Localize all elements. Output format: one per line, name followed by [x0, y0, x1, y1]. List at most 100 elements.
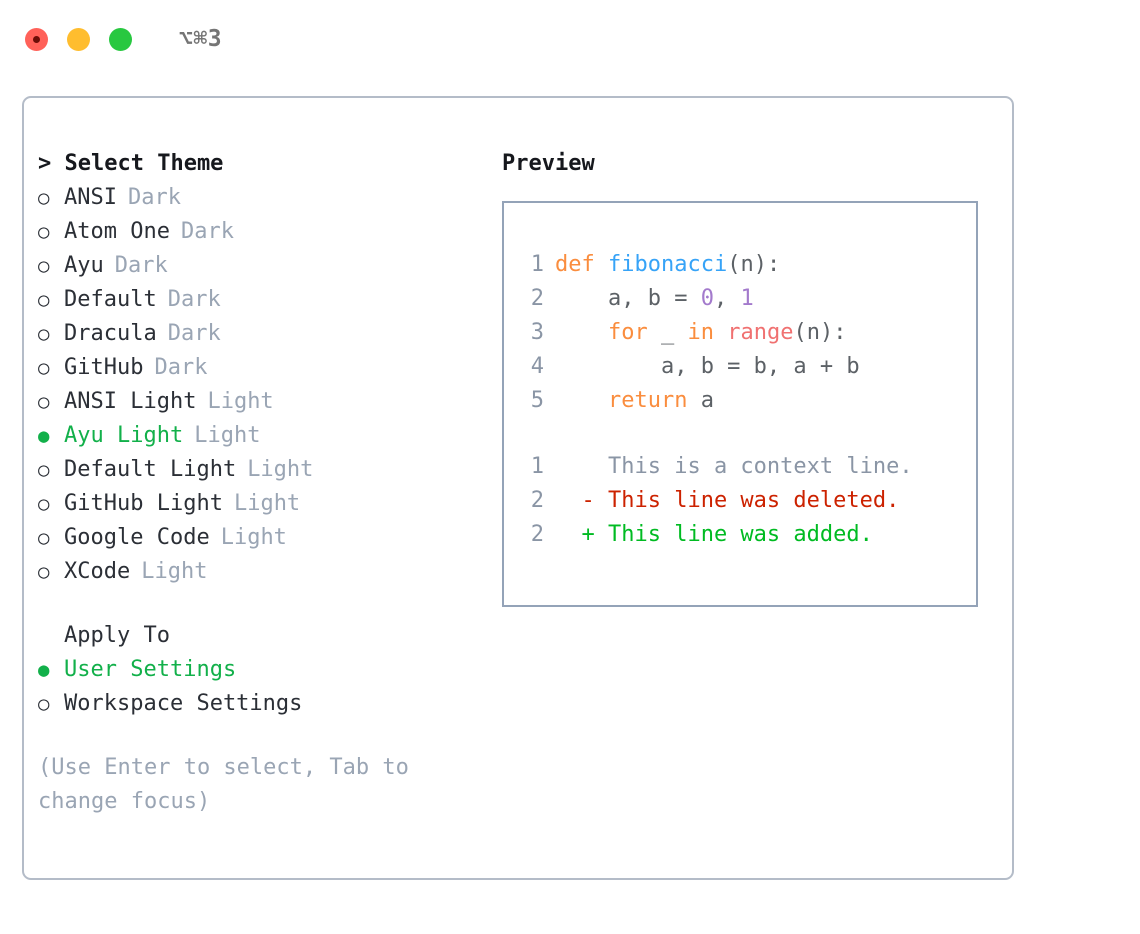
code-token [714, 320, 727, 345]
diff-sample: 1 This is a context line.2 - This line w… [522, 450, 976, 552]
code-token [555, 388, 608, 413]
radio-unselected-icon: ○ [38, 693, 50, 715]
theme-option-atom-one[interactable]: ○ Atom One Dark [38, 215, 488, 249]
radio-unselected-icon: ○ [38, 561, 50, 583]
theme-option-kind: Dark [114, 253, 168, 278]
theme-option-kind: Light [194, 423, 261, 448]
window-controls [25, 27, 132, 51]
code-token: 0 [700, 286, 714, 311]
theme-option-label: ANSI Light [64, 389, 197, 414]
theme-option-label: ANSI [64, 185, 117, 210]
apply-to-option-label: Workspace Settings [64, 691, 303, 716]
radio-selected-icon: ● [38, 659, 50, 681]
code-line: 2 a, b = 0, 1 [522, 282, 976, 316]
diff-line-text: + This line was added. [555, 522, 873, 547]
theme-option-kind: Dark [167, 287, 221, 312]
line-number: 5 [530, 388, 544, 413]
radio-unselected-icon: ○ [38, 187, 50, 209]
keyboard-hint-text: (Use Enter to select, Tab to change focu… [38, 755, 409, 814]
minimize-window-button[interactable] [67, 27, 90, 51]
code-line: 4 a, b = b, a + b [522, 350, 976, 384]
maximize-window-button[interactable] [109, 27, 132, 51]
radio-unselected-icon: ○ [38, 221, 50, 243]
theme-option-label: Ayu [64, 253, 104, 278]
theme-option-label: Ayu Light [64, 423, 184, 448]
code-token [555, 320, 608, 345]
radio-unselected-icon: ○ [38, 323, 50, 345]
apply-to-option-label: User Settings [64, 657, 237, 682]
code-token: in [687, 320, 714, 345]
theme-option-kind: Dark [127, 185, 181, 210]
theme-option-label: Default [64, 287, 157, 312]
theme-option-label: Google Code [64, 525, 210, 550]
diff-line-text: - This line was deleted. [555, 488, 900, 513]
line-number: 4 [530, 354, 544, 379]
radio-unselected-icon: ○ [38, 391, 50, 413]
theme-option-ansi-light[interactable]: ○ ANSI Light Light [38, 385, 488, 419]
apply-to-option-user-settings[interactable]: ● User Settings [38, 653, 488, 687]
code-token: for [607, 320, 648, 345]
theme-option-xcode[interactable]: ○ XCode Light [38, 555, 488, 589]
code-token: (n): [793, 320, 847, 345]
code-token: 1 [740, 286, 754, 311]
theme-option-default[interactable]: ○ Default Dark [38, 283, 488, 317]
line-number: 1 [530, 252, 544, 277]
line-number: 2 [530, 488, 544, 513]
code-token: , [713, 286, 741, 311]
radio-unselected-icon: ○ [38, 289, 50, 311]
theme-option-label: GitHub Light [64, 491, 223, 516]
theme-option-kind: Dark [180, 219, 234, 244]
theme-option-kind: Light [141, 559, 208, 584]
radio-unselected-icon: ○ [38, 527, 50, 549]
apply-to-list[interactable]: ● User Settings ○ Workspace Settings [38, 653, 488, 721]
radio-unselected-icon: ○ [38, 255, 50, 277]
theme-option-google-code[interactable]: ○ Google Code Light [38, 521, 488, 555]
close-window-button[interactable] [25, 27, 48, 51]
theme-option-ansi[interactable]: ○ ANSI Dark [38, 181, 488, 215]
apply-to-header: Apply To [64, 623, 170, 648]
theme-option-label: GitHub [64, 355, 144, 380]
diff-line-text: This is a context line. [555, 454, 913, 479]
code-token: return [607, 388, 688, 413]
theme-option-kind: Dark [154, 355, 208, 380]
theme-list-header: > Select Theme [38, 151, 224, 176]
keyboard-shortcut-label: ⌥⌘3 [179, 26, 223, 52]
radio-unselected-icon: ○ [38, 493, 50, 515]
code-line: 5 return a [522, 384, 976, 418]
theme-option-kind: Light [207, 389, 274, 414]
code-token: _ [647, 320, 688, 345]
theme-option-ayu[interactable]: ○ Ayu Dark [38, 249, 488, 283]
line-number: 1 [530, 454, 544, 479]
code-line: 3 for _ in range(n): [522, 316, 976, 350]
theme-option-kind: Light [233, 491, 301, 516]
diff-line-del: 2 - This line was deleted. [522, 484, 976, 518]
spacer [38, 589, 488, 619]
theme-option-github-light[interactable]: ○ GitHub Light Light [38, 487, 488, 521]
code-token: def [555, 252, 608, 277]
theme-option-label: Atom One [64, 219, 170, 244]
apply-to-option-workspace-settings[interactable]: ○ Workspace Settings [38, 687, 488, 721]
theme-option-label: XCode [64, 559, 131, 584]
titlebar: ⌥⌘3 [0, 0, 1140, 78]
spacer [522, 418, 976, 450]
diff-line-ctx: 1 This is a context line. [522, 450, 976, 484]
code-token: range [727, 320, 794, 345]
code-token: a, b = [555, 286, 701, 311]
theme-option-kind: Light [220, 525, 287, 550]
radio-unselected-icon: ○ [38, 459, 50, 481]
line-number: 2 [530, 286, 544, 311]
diff-line-add: 2 + This line was added. [522, 518, 976, 552]
code-token: (n): [727, 252, 781, 277]
theme-option-label: Default Light [64, 457, 237, 482]
